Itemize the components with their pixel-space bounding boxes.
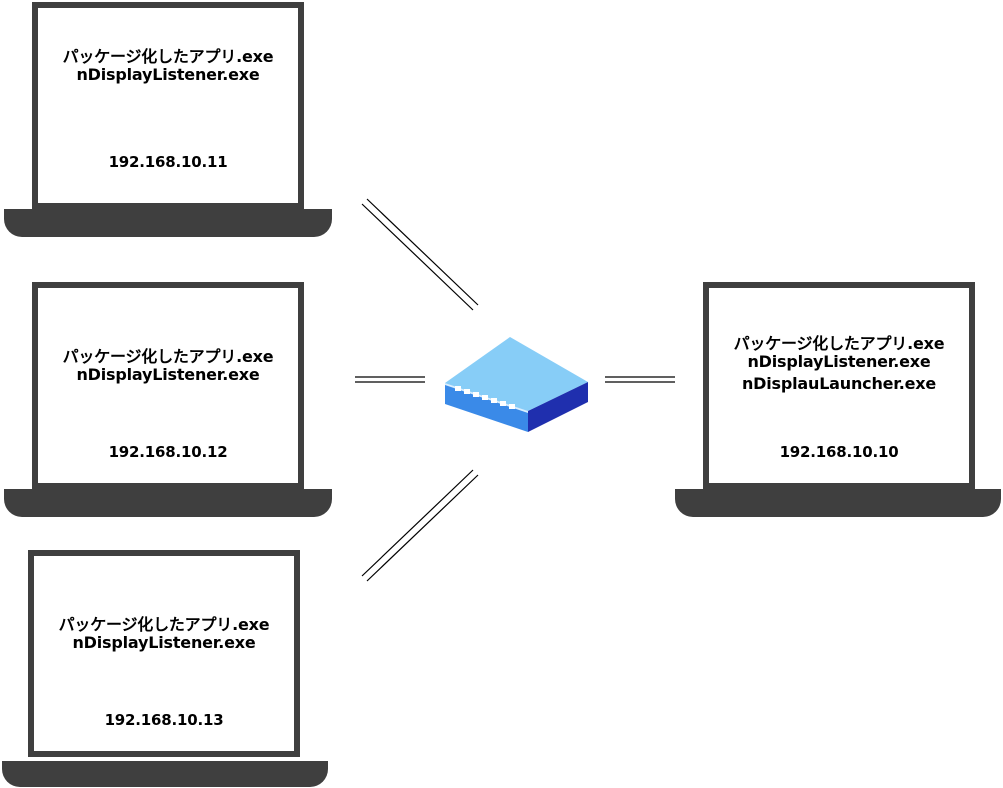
switch-ports <box>455 386 515 409</box>
laptop-base <box>4 489 332 517</box>
connector-top-left <box>361 198 479 311</box>
laptop-node-2: パッケージ化したアプリ.exe nDisplayListener.exe 192… <box>0 280 334 520</box>
listener-label: nDisplayListener.exe <box>72 633 256 652</box>
laptop-screen: パッケージ化したアプリ.exe nDisplayListener.exe nDi… <box>703 282 975 489</box>
ip-label: 192.168.10.12 <box>108 443 228 461</box>
laptop-base <box>2 761 328 787</box>
listener-label: nDisplayListener.exe <box>747 352 931 371</box>
listener-label: nDisplayListener.exe <box>76 65 260 84</box>
app-label: パッケージ化したアプリ.exe <box>733 334 945 353</box>
listener-label: nDisplayListener.exe <box>76 365 260 384</box>
laptop-node-3: パッケージ化したアプリ.exe nDisplayListener.exe 192… <box>0 548 334 788</box>
connector-right <box>605 376 675 383</box>
ip-label: 192.168.10.10 <box>779 443 899 461</box>
laptop-node-4: パッケージ化したアプリ.exe nDisplayListener.exe nDi… <box>673 280 1003 520</box>
laptop-screen: パッケージ化したアプリ.exe nDisplayListener.exe 192… <box>32 282 304 489</box>
laptop-base <box>4 209 332 237</box>
laptop-node-1: パッケージ化したアプリ.exe nDisplayListener.exe 192… <box>0 0 334 240</box>
ip-label: 192.168.10.11 <box>108 153 228 171</box>
app-label: パッケージ化したアプリ.exe <box>62 47 274 66</box>
launcher-label: nDisplauLauncher.exe <box>741 374 937 393</box>
network-switch-icon <box>445 337 588 432</box>
app-label: パッケージ化したアプリ.exe <box>62 347 274 366</box>
connector-bottom-left <box>361 469 479 582</box>
app-label: パッケージ化したアプリ.exe <box>58 615 270 634</box>
laptop-base <box>675 489 1001 517</box>
ip-label: 192.168.10.13 <box>104 711 224 729</box>
laptop-screen: パッケージ化したアプリ.exe nDisplayListener.exe 192… <box>32 2 304 209</box>
connector-middle-left <box>355 376 425 383</box>
laptop-screen: パッケージ化したアプリ.exe nDisplayListener.exe 192… <box>28 550 300 757</box>
